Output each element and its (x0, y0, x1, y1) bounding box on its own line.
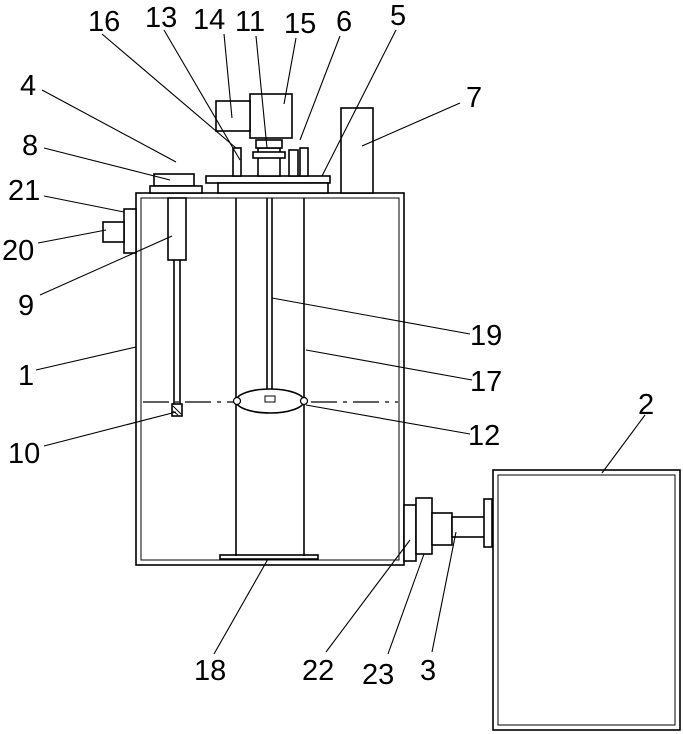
lid-plate (206, 176, 330, 193)
part-labels: 16 13 14 11 15 6 5 7 4 8 21 20 9 1 10 19… (2, 0, 654, 691)
label-9: 9 (18, 290, 34, 322)
label-11: 11 (235, 6, 265, 38)
left-support (233, 148, 241, 176)
label-19: 19 (470, 320, 502, 352)
label-12: 12 (468, 420, 500, 452)
outlet-assembly (404, 498, 492, 561)
label-15: 15 (284, 8, 316, 40)
sensor-probe (168, 198, 186, 416)
label-10: 10 (8, 438, 40, 470)
motor-housing (216, 101, 250, 131)
label-18: 18 (194, 655, 226, 687)
impeller (234, 389, 308, 413)
frame-rods (236, 198, 304, 556)
label-3: 3 (420, 655, 436, 687)
label-6: 6 (336, 6, 352, 38)
stirring-shaft (267, 198, 272, 398)
label-13: 13 (145, 2, 177, 34)
label-4: 4 (20, 70, 36, 102)
side-port (103, 209, 136, 253)
coupling (253, 140, 298, 176)
motor (250, 94, 292, 138)
label-21: 21 (8, 175, 40, 207)
label-7: 7 (466, 82, 482, 114)
right-support (300, 148, 308, 176)
label-8: 8 (22, 130, 38, 162)
label-2: 2 (638, 389, 654, 421)
label-14: 14 (193, 4, 225, 36)
collection-box (493, 470, 680, 730)
exhaust-pipe (341, 108, 373, 193)
label-16: 16 (88, 6, 120, 38)
bottom-plate (220, 555, 318, 559)
label-22: 22 (302, 655, 334, 687)
label-1: 1 (18, 360, 34, 392)
label-17: 17 (470, 366, 502, 398)
label-20: 20 (2, 235, 34, 267)
label-23: 23 (362, 659, 394, 691)
label-5: 5 (390, 0, 406, 32)
